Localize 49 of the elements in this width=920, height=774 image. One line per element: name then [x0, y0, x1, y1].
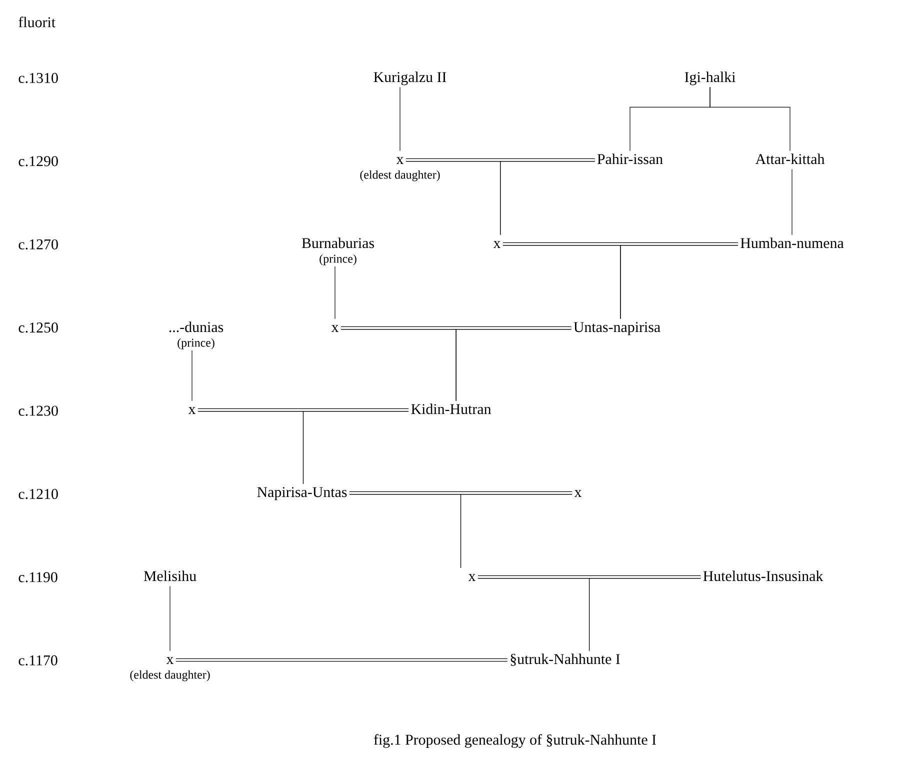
marriage-line	[340, 326, 572, 330]
person-name: x	[188, 407, 196, 414]
descent-line	[302, 410, 409, 484]
person-name: Melisihu	[144, 570, 196, 582]
person-name: x	[468, 574, 476, 581]
date-label: c.1250	[18, 322, 58, 333]
person-name: x	[493, 241, 501, 248]
note-text: (eldest daughter)	[360, 170, 440, 182]
person-name: x	[574, 490, 582, 497]
descent-line	[588, 578, 701, 652]
person-name: Hutelutus-Insusinak	[703, 570, 824, 582]
person-name: Burnaburias	[302, 238, 374, 248]
descent-line	[620, 244, 738, 320]
person-name: Kidin-Hutran	[411, 404, 492, 414]
person-name: Untas-napirisa	[574, 322, 660, 336]
person-name: §utruk-Nahhunte I	[510, 654, 620, 666]
person-name: ...-dunias	[169, 322, 224, 332]
marriage-line	[176, 658, 508, 662]
note-text: (prince)	[320, 254, 356, 266]
date-label: c.1290	[18, 156, 58, 166]
marriage-line	[198, 408, 409, 412]
date-label: c.1210	[18, 488, 58, 500]
person-name: x	[396, 157, 404, 164]
column-heading: fluorit	[18, 16, 56, 28]
descent-line	[334, 266, 336, 320]
note-text: (eldest daughter)	[130, 670, 210, 682]
descent-line	[456, 328, 572, 402]
person-name: x	[331, 325, 339, 332]
person-name: Pahir-issan	[597, 154, 663, 164]
marriage-line	[502, 242, 738, 246]
descent-line	[710, 86, 790, 152]
date-label: c.1170	[18, 655, 58, 666]
person-name: Kurigalzu II	[374, 72, 446, 86]
person-name: Igi-halki	[684, 72, 736, 86]
note-text: (prince)	[178, 338, 214, 350]
date-label: c.1230	[18, 406, 58, 416]
person-name: Napirisa-Untas	[257, 487, 347, 500]
date-label: c.1310	[18, 72, 58, 84]
marriage-line	[478, 575, 701, 579]
person-name: x	[166, 657, 174, 664]
date-label: c.1270	[18, 239, 58, 250]
date-label: c.1190	[18, 572, 58, 582]
person-name: Humban-numena	[740, 238, 844, 248]
descent-line	[500, 160, 596, 236]
person-name: Attar-kittah	[755, 154, 825, 164]
marriage-line	[349, 491, 572, 495]
caption: fig.1 Proposed genealogy of §utruk-Nahhunte I	[374, 734, 656, 748]
descent-line	[460, 494, 572, 568]
marriage-line	[406, 158, 595, 162]
